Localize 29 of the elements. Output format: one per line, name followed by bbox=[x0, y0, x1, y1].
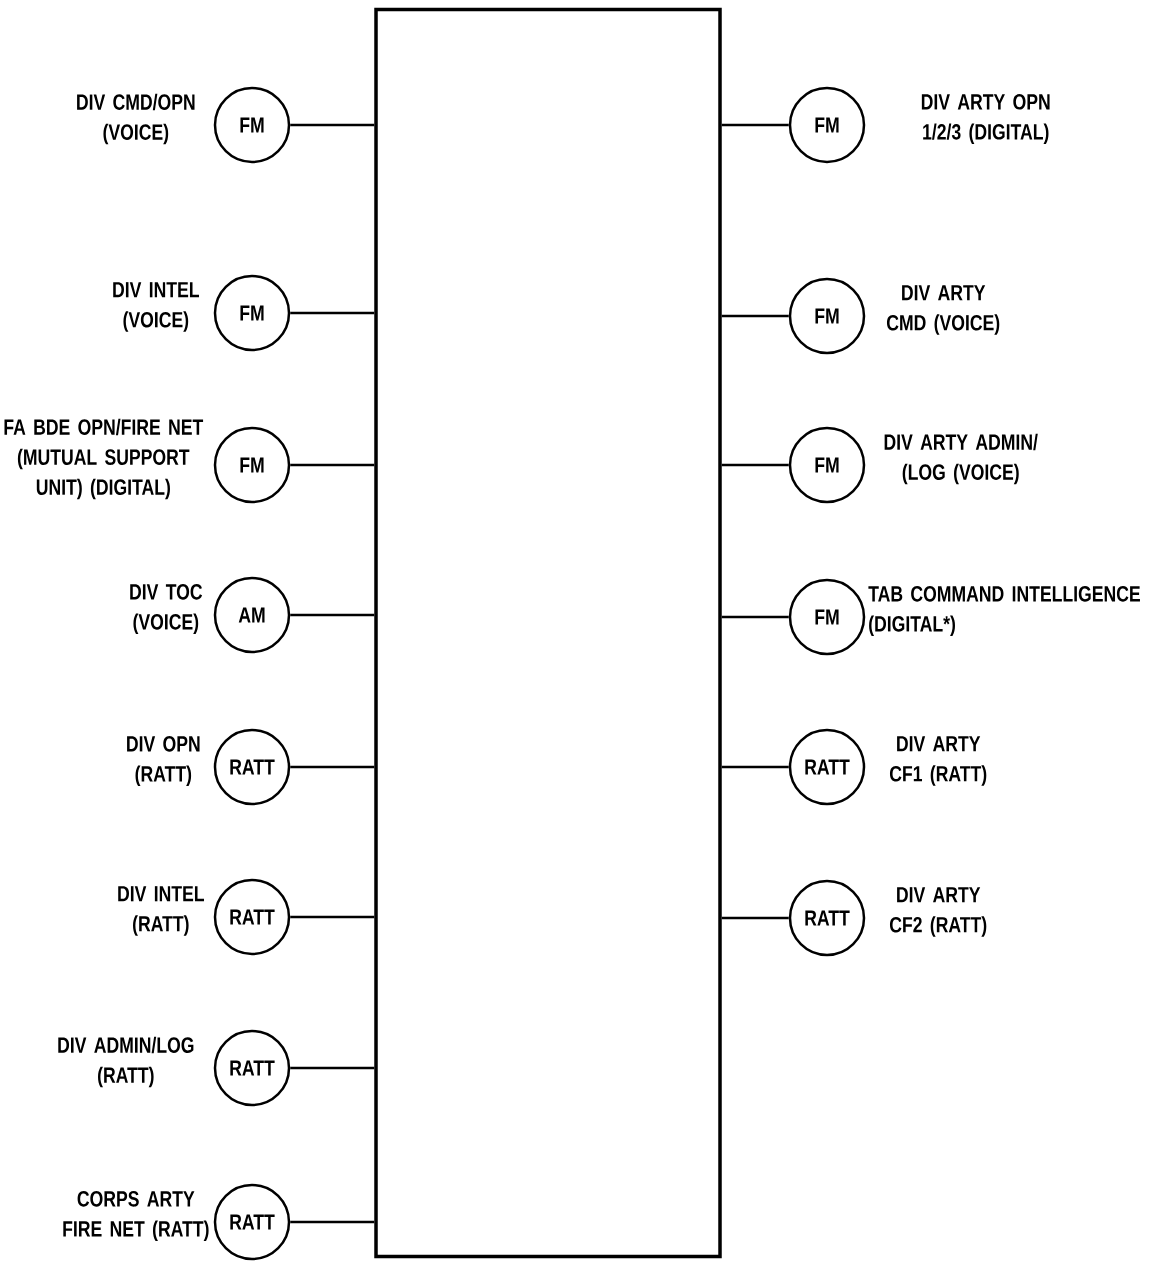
connector-line bbox=[721, 463, 789, 467]
connector-line bbox=[721, 123, 789, 127]
connector-line bbox=[290, 123, 375, 127]
connector-line bbox=[290, 1220, 375, 1224]
connector-line bbox=[290, 915, 375, 919]
connector-line bbox=[290, 613, 375, 617]
connector-line bbox=[721, 615, 789, 619]
device-box bbox=[374, 7, 722, 1259]
connector-line bbox=[721, 765, 789, 769]
net-label: CORPS ARTY FIRE NET (RATT) bbox=[63, 1191, 209, 1241]
net-label: FA BDE OPN/FIRE NET (MUTUAL SUPPORT UNIT) (DIGITAL) bbox=[4, 418, 204, 500]
net-label: DIV INTEL (VOICE) bbox=[113, 282, 199, 332]
net-label: DIV ADMIN/LOG (RATT) bbox=[58, 1036, 194, 1088]
connector-line bbox=[721, 314, 789, 318]
connector-line bbox=[721, 916, 789, 920]
connector-line bbox=[290, 765, 375, 769]
connector-line bbox=[290, 1066, 375, 1070]
net-label: DIV ARTY CMD (VOICE) bbox=[887, 285, 1000, 335]
net-label: DIV TOC (VOICE) bbox=[130, 584, 203, 634]
net-label: DIV OPN (RATT) bbox=[127, 736, 200, 786]
net-label: DIV CMD/OPN (VOICE) bbox=[77, 93, 195, 145]
connector-line bbox=[290, 463, 375, 467]
net-label: DIV INTEL (RATT) bbox=[118, 886, 204, 936]
net-label: DIV ARTY CF2 (RATT) bbox=[889, 887, 987, 937]
net-label: DIV ARTY CF1 (RATT) bbox=[889, 736, 987, 786]
net-label: DIV ARTY ADMIN/ (LOG (VOICE) bbox=[884, 433, 1038, 485]
net-label: TAB COMMAND INTELLIGENCE (DIGITAL*) bbox=[868, 586, 1140, 636]
net-label: DIV ARTY OPN 1/2/3 (DIGITAL) bbox=[921, 94, 1050, 144]
connector-line bbox=[290, 311, 375, 315]
